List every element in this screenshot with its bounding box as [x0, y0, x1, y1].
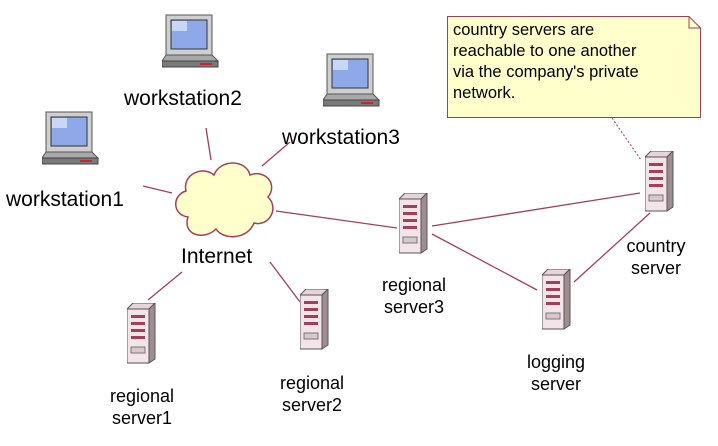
- cloud-icon: [175, 162, 274, 238]
- workstation3-label: workstation3: [282, 126, 400, 149]
- regional-server3-label-line2: server3: [383, 297, 445, 317]
- logging-server-node: [540, 267, 572, 336]
- internet-node: [168, 155, 280, 252]
- note-box: country servers are reachable to one ano…: [447, 16, 701, 118]
- regional-server1-label-line1: regional: [109, 386, 175, 406]
- edge-workstation1-internet: [142, 185, 173, 194]
- server-icon: [643, 149, 675, 212]
- server-icon: [540, 267, 572, 330]
- edge-workstation2-internet: [205, 127, 212, 161]
- regional-server2-node: [298, 287, 330, 356]
- regional-server2-label: regional server2: [272, 372, 352, 416]
- logging-server-label-line1: logging: [526, 352, 586, 372]
- workstation-icon: [161, 14, 220, 68]
- regional-server1-node: [125, 301, 157, 370]
- regional-server3-label-line1: regional: [381, 275, 447, 295]
- regional-server1-label: regional server1: [102, 385, 182, 429]
- workstation2-label: workstation2: [124, 87, 242, 110]
- edge-regional-server3-country-server: [431, 192, 641, 227]
- edge-internet-regional-server1: [147, 271, 183, 301]
- edge-internet-regional-server3: [275, 210, 398, 229]
- workstation2-node: [161, 13, 220, 74]
- note-line-4: network.: [453, 84, 516, 102]
- regional-server3-node: [397, 191, 429, 260]
- workstation1-label: workstation1: [6, 188, 124, 211]
- logging-server-label-line2: server: [530, 374, 581, 394]
- internet-label: Internet: [181, 245, 253, 268]
- edge-regional-server3-logging-server: [431, 233, 538, 291]
- server-icon: [298, 287, 330, 350]
- server-icon: [125, 301, 157, 364]
- workstation-icon: [322, 53, 381, 107]
- workstation1-node: [41, 110, 100, 171]
- workstation-icon: [41, 111, 100, 165]
- note-shape: [447, 16, 701, 118]
- regional-server1-label-line2: server1: [111, 408, 173, 428]
- regional-server3-label: regional server3: [374, 274, 454, 318]
- country-server-node: [643, 149, 675, 218]
- note-text: country servers are reachable to one ano…: [453, 20, 691, 104]
- country-server-label-line2: server: [630, 258, 681, 278]
- note-line-1: country servers are: [453, 21, 595, 39]
- edge-internet-regional-server2: [269, 261, 301, 303]
- country-server-label-line1: country: [626, 236, 686, 256]
- workstation3-node: [322, 52, 381, 113]
- logging-server-label: logging server: [518, 351, 594, 395]
- server-icon: [397, 191, 429, 254]
- note-line-3: via the company's private: [453, 63, 639, 81]
- note-line-2: reachable to one another: [453, 42, 637, 60]
- regional-server2-label-line2: server2: [281, 395, 343, 415]
- edge-logging-server-country-server: [573, 212, 651, 283]
- note-anchor-line: [611, 117, 642, 161]
- country-server-label: country server: [616, 235, 696, 279]
- regional-server2-label-line1: regional: [279, 373, 345, 393]
- edge-workstation3-internet: [261, 141, 291, 167]
